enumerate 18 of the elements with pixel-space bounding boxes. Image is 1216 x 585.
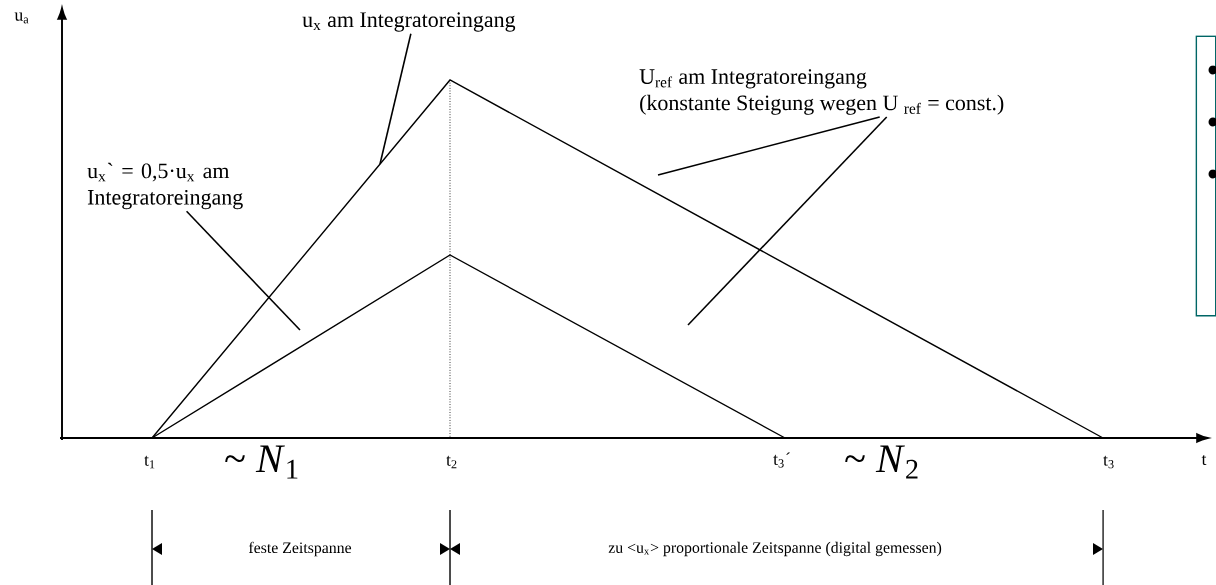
tick-label: t$_{2}$: [446, 455, 457, 469]
callout-text: u$_{x}$` = 0,5·u$_{x}$ am Integratoreingang: [87, 162, 243, 210]
callout-text: U$_{ref}$ am Integratoreingang (konstante Steigung wegen U $_{ref}$ = const.): [639, 69, 1004, 115]
count-label: ~ N$_{2}$: [845, 445, 918, 479]
dimension-label: feste Zeitspanne: [248, 541, 352, 557]
bullet-list-box: [1195, 35, 1216, 317]
count-label: ~ N$_{1}$: [225, 445, 298, 479]
leader-line: [657, 116, 881, 176]
callout-text: u$_{x}$ am Integratoreingang: [302, 12, 516, 32]
leader-line: [687, 116, 888, 326]
tick-label: t$_{1}$: [144, 455, 155, 469]
leader-line: [185, 210, 301, 331]
tick-label: t$_{3}$: [1103, 455, 1114, 469]
leader-line: [379, 32, 412, 165]
axis-label: t: [1201, 454, 1207, 466]
tick-label: t$_{3}$´: [773, 452, 790, 468]
axis-label: u$_{a}$: [14, 12, 29, 24]
dimension-label: zu <u$_{x}$> proportionale Zeitspanne (digital gemessen): [608, 541, 942, 557]
